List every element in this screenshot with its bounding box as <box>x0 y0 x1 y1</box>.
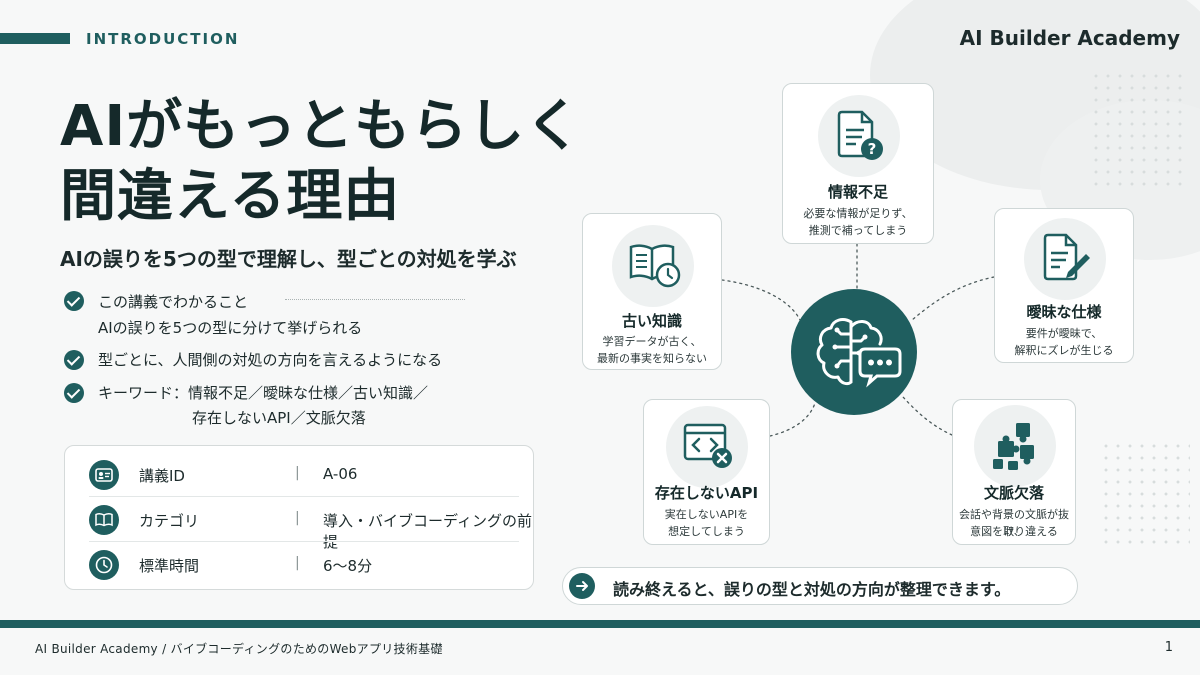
code-window-x-icon <box>666 406 748 488</box>
info-value: A-06 <box>323 465 358 483</box>
info-row-duration: 標準時間 | 6〜8分 <box>65 542 535 587</box>
document-pencil-icon <box>1024 218 1106 300</box>
card-desc: 推測で補ってしまう <box>808 224 908 237</box>
card-info-shortage: ? 情報不足 必要な情報が足りず、 推測で補ってしまう <box>782 83 934 244</box>
book-icon <box>89 505 119 535</box>
bullet-text: キーワード：情報不足／曖昧な仕様／古い知識／ <box>98 384 429 402</box>
bullet-subtext: AIの誤りを5つの型に分けて挙げられる <box>98 319 363 337</box>
bullet-text: この講義でわかること <box>98 293 249 311</box>
card-title: 文脈欠落 <box>983 484 1044 502</box>
info-row-lecture-id: 講義ID | A-06 <box>65 452 535 497</box>
check-icon <box>64 291 84 311</box>
card-vague-spec: 曖昧な仕様 要件が曖昧で、 解釈にズレが生じる <box>994 208 1134 363</box>
page-title-line2: 間違える理由 <box>60 164 401 229</box>
accent-bar <box>0 33 70 44</box>
divider <box>285 299 465 300</box>
check-icon <box>64 350 84 370</box>
card-old-knowledge: 古い知識 学習データが古く、 最新の事実を知らない <box>582 213 722 370</box>
check-icon <box>64 383 84 403</box>
puzzle-icon <box>974 405 1056 487</box>
card-desc: 最新の事実を知らない <box>597 352 707 365</box>
card-title: 情報不足 <box>827 183 888 201</box>
page-number: 1 <box>1164 640 1173 655</box>
dot-pattern <box>1090 70 1190 190</box>
dot-pattern <box>1100 440 1190 550</box>
card-title: 存在しないAPI <box>654 484 759 502</box>
footer-text: AI Builder Academy / バイブコーディングのためのWebアプリ… <box>35 642 443 656</box>
card-desc: 会話や背景の文脈が抜け、 <box>959 508 1069 538</box>
info-value: 導入・バイブコーディングの前提 <box>323 512 532 551</box>
info-separator: | <box>295 555 300 571</box>
bullet-text: 型ごとに、人間側の対処の方向を言えるようになる <box>98 351 443 369</box>
card-desc: 意図を取り違える <box>970 525 1058 538</box>
info-separator: | <box>295 510 300 526</box>
page-title-line1: AIがもっともらしく <box>60 94 583 159</box>
summary-text: 読み終えると、誤りの型と対処の方向が整理できます。 <box>613 580 1011 599</box>
page-subtitle: AIの誤りを5つの型で理解し、型ごとの対処を学ぶ <box>60 247 517 271</box>
clock-icon <box>89 550 119 580</box>
info-key: カテゴリ <box>139 512 200 530</box>
divider <box>89 496 519 497</box>
card-desc: 解釈にズレが生じる <box>1014 344 1114 357</box>
lecture-info-card: 講義ID | A-06 カテゴリ | 導入・バイブコーディングの前提 標準時間 … <box>64 445 534 590</box>
card-context-missing: 文脈欠落 会話や背景の文脈が抜け、 意図を取り違える <box>952 399 1076 545</box>
brand-logo-text: AI Builder Academy <box>959 26 1180 50</box>
card-desc: 学習データが古く、 <box>602 335 702 348</box>
card-desc: 必要な情報が足りず、 <box>803 207 913 220</box>
info-value: 6〜8分 <box>323 557 373 575</box>
divider <box>89 541 519 542</box>
card-desc: 要件が曖昧で、 <box>1025 327 1103 340</box>
footer-bar <box>0 620 1200 628</box>
brain-chat-icon <box>791 289 917 415</box>
card-title: 古い知識 <box>621 312 682 330</box>
card-nonexistent-api: 存在しないAPI 実在しないAPIを 想定してしまう <box>643 399 770 545</box>
section-label: INTRODUCTION <box>86 30 240 48</box>
page-title: AIがもっともらしく 間違える理由 <box>60 92 582 232</box>
book-clock-icon <box>612 225 694 307</box>
info-key: 標準時間 <box>139 557 200 575</box>
info-key: 講義ID <box>139 467 185 485</box>
summary-banner: 読み終えると、誤りの型と対処の方向が整理できます。 <box>562 567 1078 605</box>
id-card-icon <box>89 460 119 490</box>
info-separator: | <box>295 465 300 481</box>
card-title: 曖昧な仕様 <box>1026 303 1102 321</box>
svg-text:?: ? <box>868 140 877 158</box>
card-desc: 想定してしまう <box>668 525 745 538</box>
card-desc: 実在しないAPIを <box>664 508 749 521</box>
bullet-subtext: 存在しないAPI／文脈欠落 <box>192 409 366 427</box>
arrow-right-icon <box>569 573 595 599</box>
document-question-icon: ? <box>818 95 900 177</box>
info-row-category: カテゴリ | 導入・バイブコーディングの前提 <box>65 497 535 551</box>
